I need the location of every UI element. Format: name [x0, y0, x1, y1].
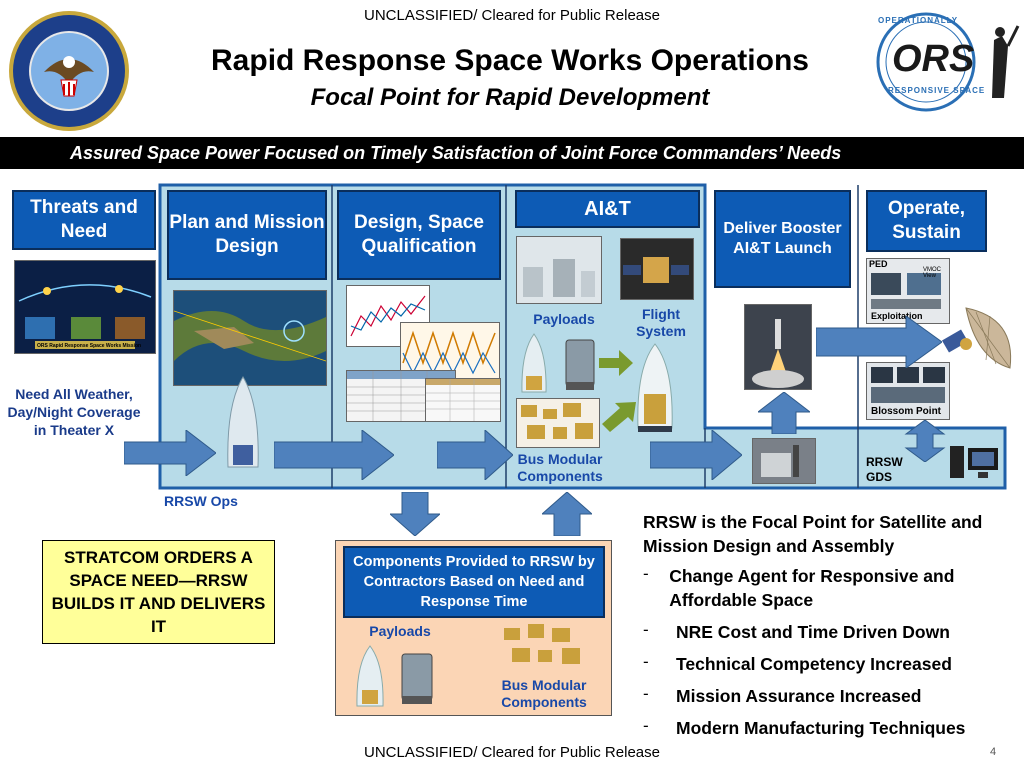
ait-cleanroom-photo: [516, 236, 602, 304]
ped-exploitation-image: PED VMOC View Exploitation: [866, 258, 950, 324]
arrow-up-to-launch: [758, 392, 810, 434]
focal-bullet: - NRE Cost and Time Driven Down: [643, 620, 1013, 644]
classification-top: UNCLASSIFIED/ Cleared for Public Release: [364, 7, 660, 24]
bullet-text: NRE Cost and Time Driven Down: [676, 622, 950, 642]
ait-flight-system-image: [630, 342, 680, 434]
focal-bullet-list: - Change Agent for Responsive and Afford…: [643, 564, 1013, 740]
green-arrow-2: [602, 402, 636, 432]
ait-bus-modular-label: Bus Modular Components: [517, 451, 603, 484]
need-text: Need All Weather, Day/Night Coverage in …: [7, 386, 141, 438]
bullet-marker: -: [643, 620, 649, 639]
ped-label: PED: [869, 259, 888, 269]
arrow-need-to-ops: [124, 430, 216, 476]
banner-text: Assured Space Power Focused on Timely Sa…: [70, 143, 842, 163]
arrow-ait-to-deliver: [650, 430, 742, 480]
focal-bullet: - Mission Assurance Increased: [643, 684, 1013, 708]
arrow-blossom-gds-bidirectional: [904, 420, 946, 462]
focal-bullet: - Modern Manufacturing Techniques: [643, 716, 1013, 740]
rrsw-gds-label: RRSW GDS: [866, 455, 903, 484]
arrow-down-to-components: [390, 492, 440, 536]
ait-satellite-photo: [620, 238, 694, 300]
components-payloads-label: Payloads: [369, 623, 431, 639]
ait-payload-fairing: [517, 332, 551, 394]
ait-bus-components-image: [516, 398, 600, 448]
threats-thumb-caption: ORS Rapid Response Space Works Mission: [37, 343, 142, 349]
components-heading: Components Provided to RRSW by Contracto…: [343, 546, 605, 618]
arrow-up-from-components: [542, 492, 592, 536]
launch-photo: [744, 304, 812, 390]
exploitation-label: Exploitation: [871, 311, 923, 321]
classification-bottom: UNCLASSIFIED/ Cleared for Public Release: [364, 744, 660, 761]
blossom-point-label: Blossom Point: [871, 406, 942, 417]
bullet-text: Change Agent for Responsive and Affordab…: [669, 566, 955, 610]
bullet-marker: -: [643, 652, 649, 671]
focal-heading: RRSW is the Focal Point for Satellite an…: [643, 512, 983, 556]
ors-ring-top: OPERATIONALLY: [878, 16, 959, 25]
page-title: Rapid Response Space Works Operations: [211, 44, 809, 77]
arrow-launch-to-operate: [816, 316, 942, 368]
stage-threats: Threats and Need: [12, 190, 156, 250]
ors-ring-bottom: RESPONSIVE SPACE: [888, 86, 986, 95]
plan-payload-fairing: [222, 375, 264, 471]
stage-operate: Operate, Sustain: [866, 190, 987, 252]
rrsw-ops-label: RRSW Ops: [164, 493, 238, 509]
bullet-marker: -: [643, 716, 649, 735]
bullet-text: Modern Manufacturing Techniques: [676, 718, 966, 738]
ait-payload-cylinder: [562, 334, 598, 394]
ait-flight-system-label: Flight System: [636, 306, 686, 339]
arrow-plan-to-design: [274, 430, 394, 480]
components-bus-label: Bus Modular Components: [501, 677, 587, 710]
bullet-marker: -: [643, 684, 649, 703]
ors-logo: ORS OPERATIONALLY RESPONSIVE SPACE: [862, 6, 1022, 124]
stage-ait: AI&T: [515, 190, 700, 228]
components-payload-fairing: [352, 644, 388, 708]
green-arrow-1: [599, 350, 633, 376]
satellite-dish-image: [936, 298, 1018, 382]
components-payload-cylinder: [398, 648, 436, 708]
blossom-point-image: Blossom Point: [866, 362, 950, 420]
ait-payloads-label: Payloads: [533, 311, 595, 327]
bullet-text: Mission Assurance Increased: [676, 686, 922, 706]
stage-design: Design, Space Qualification: [337, 190, 501, 280]
ors-logo-text: ORS: [892, 38, 975, 80]
plan-earth-image: [173, 290, 327, 386]
components-bus-image: [500, 620, 588, 670]
page-subtitle: Focal Point for Rapid Development: [310, 84, 710, 111]
vmoc-label: VMOC View: [923, 267, 941, 279]
focal-bullet: - Change Agent for Responsive and Afford…: [643, 564, 1013, 612]
threats-image: ORS Rapid Response Space Works Mission: [14, 260, 156, 354]
design-table-image-2: [425, 378, 501, 422]
bullet-marker: -: [643, 564, 649, 583]
stage-deliver: Deliver Booster AI&T Launch: [714, 190, 851, 288]
bullet-text: Technical Competency Increased: [676, 654, 952, 674]
gds-computer-image: [948, 442, 1002, 482]
focal-bullet: - Technical Competency Increased: [643, 652, 1013, 676]
page-number: 4: [990, 746, 997, 758]
dod-seal-logo: [8, 10, 130, 132]
stratcom-callout: STRATCOM ORDERS A SPACE NEED—RRSW BUILDS…: [42, 540, 275, 644]
stage-plan: Plan and Mission Design: [167, 190, 327, 280]
arrow-design-to-ait: [437, 430, 513, 480]
banner: Assured Space Power Focused on Timely Sa…: [0, 137, 1024, 169]
launch-facility-photo: [752, 438, 816, 484]
